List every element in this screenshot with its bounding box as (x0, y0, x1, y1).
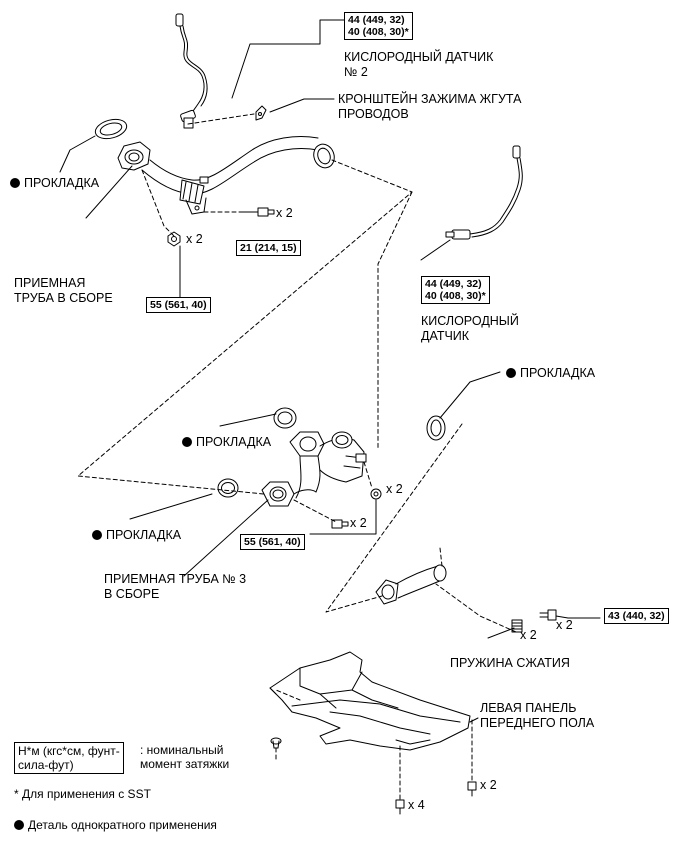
qty-bolt-mid: x 2 (350, 516, 367, 530)
single-use-dot-icon (92, 530, 102, 540)
gasket-top-left (94, 118, 128, 140)
gasket-middle-upper (273, 407, 297, 429)
label-o2-sensor-2: КИСЛОРОДНЫЙ ДАТЧИК № 2 (344, 50, 494, 79)
qty-panel-bolt-bottom: x 4 (408, 798, 425, 812)
qty-nut-mid: x 2 (386, 482, 403, 496)
single-use-dot-icon (182, 437, 192, 447)
legend-single-use: Деталь однократного применения (14, 818, 217, 832)
label-gasket-middle-lower: ПРОКЛАДКА (92, 528, 181, 543)
label-front-pipe-3: ПРИЕМНАЯ ТРУБА № 3 В СБОРЕ (104, 572, 247, 601)
single-use-dot-icon (14, 820, 24, 830)
qty-panel-bolt-right: x 2 (480, 778, 497, 792)
bolt-21 (257, 207, 275, 217)
alignment-lines (77, 113, 517, 801)
qty-bolt-top: x 2 (276, 206, 293, 220)
qty-spring: x 2 (520, 628, 537, 642)
torque-bolt-21: 21 (214, 15) (236, 240, 301, 256)
torque-o2-sensor-2: 44 (449, 32) 40 (408, 30)* (344, 12, 413, 40)
panel-clip (270, 737, 282, 749)
tail-pipe (375, 564, 447, 605)
single-use-dot-icon (506, 368, 516, 378)
label-floor-panel: ЛЕВАЯ ПАНЕЛЬ ПЕРЕДНЕГО ПОЛА (480, 701, 595, 730)
panel-bolt-right (467, 781, 477, 797)
legend-unit-box: Н*м (кгс*см, фунт- сила-фут) (14, 742, 124, 774)
gasket-middle-lower (217, 478, 239, 498)
torque-nut-55-middle: 55 (561, 40) (240, 534, 305, 550)
label-gasket-middle-upper: ПРОКЛАДКА (182, 435, 271, 450)
label-compression-spring: ПРУЖИНА СЖАТИЯ (450, 656, 570, 670)
torque-o2-sensor: 44 (449, 32) 40 (408, 30)* (421, 276, 490, 304)
legend-unit-description: : номинальный момент затяжки (140, 743, 230, 771)
bolt-middle (331, 519, 349, 529)
front-pipe-assembly (117, 136, 335, 215)
oxygen-sensor-2 (175, 13, 208, 129)
torque-nut-55-top: 55 (561, 40) (146, 297, 211, 313)
nut-55-middle (370, 488, 382, 500)
qty-nut-top: x 2 (186, 232, 203, 246)
front-pipe-3-assembly (261, 431, 367, 507)
gasket-right (426, 415, 446, 441)
legend-sst-note: * Для применения с SST (14, 787, 151, 801)
nut-55-top (167, 231, 181, 247)
single-use-dot-icon (10, 178, 20, 188)
label-gasket-right: ПРОКЛАДКА (506, 366, 595, 381)
compression-spring (511, 619, 523, 633)
harness-clamp-bracket (255, 105, 267, 121)
panel-bolt-bottom (395, 799, 405, 815)
qty-bolt-43: x 2 (556, 618, 573, 632)
label-front-pipe: ПРИЕМНАЯ ТРУБА В СБОРЕ (14, 276, 113, 305)
label-gasket-top: ПРОКЛАДКА (10, 176, 99, 191)
oxygen-sensor (445, 145, 523, 240)
label-harness-bracket: КРОНШТЕЙН ЗАЖИМА ЖГУТА ПРОВОДОВ (338, 92, 522, 121)
label-o2-sensor: КИСЛОРОДНЫЙ ДАТЧИК (421, 314, 519, 343)
torque-bolt-43: 43 (440, 32) (604, 608, 669, 624)
front-floor-panel-lh (269, 651, 471, 751)
bolt-43 (539, 609, 557, 621)
